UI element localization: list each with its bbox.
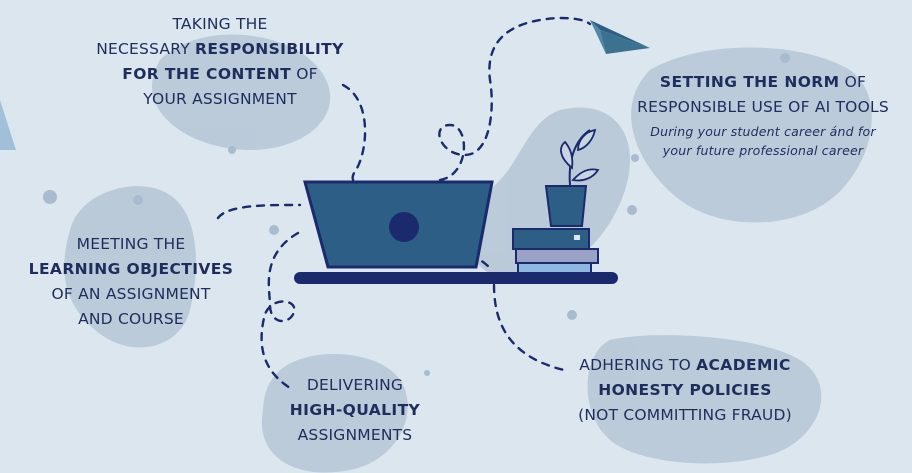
connector-right [492,283,567,372]
label-honesty-line3: (NOT COMMITTING FRAUD) [578,406,792,424]
blob-bottom-right [587,335,822,464]
label-responsibility-line2: NECESSARY RESPONSIBILITY [96,40,344,58]
blob-top-right [631,47,872,223]
blob-top-left [152,34,331,150]
blob-bottom-center [261,353,408,473]
label-honesty: ADHERING TO ACADEMIC HONESTY POLICIES (N… [555,353,815,428]
label-responsibility-line1: TAKING THE [172,15,268,33]
label-norm-line1: SETTING THE NORM OF [659,73,867,91]
label-quality: DELIVERING HIGH-QUALITY ASSIGNMENTS [260,373,450,448]
connector-plane [438,16,592,182]
label-learning-line2: LEARNING OBJECTIVES [28,260,234,278]
label-norm-sub1: During your student career ánd for [650,124,876,139]
blob-edge-left [0,100,16,150]
label-learning-line4: AND COURSE [78,310,184,328]
label-responsibility-line3: FOR THE CONTENT OF [122,65,318,83]
decor-dots [43,53,790,376]
label-norm-line2: RESPONSIBLE USE OF AI TOOLS [637,98,889,116]
label-learning-line3: OF AN ASSIGNMENT [51,285,211,303]
label-learning-line1: MEETING THE [76,235,186,253]
connector-bottom [260,231,300,390]
desk [294,272,618,284]
connector-left [216,203,302,220]
label-quality-line3: ASSIGNMENTS [297,426,413,444]
label-responsibility-line4: YOUR ASSIGNMENT [143,90,297,108]
laptop-icon [303,180,494,269]
label-quality-line1: DELIVERING [306,376,404,394]
blob-left [64,186,196,348]
plant-icon [544,128,600,227]
label-honesty-line2: HONESTY POLICIES [598,381,772,399]
label-norm: SETTING THE NORM OF RESPONSIBLE USE OF A… [618,70,908,160]
label-quality-line2: HIGH-QUALITY [289,401,421,419]
label-honesty-line1: ADHERING TO ACADEMIC [579,356,791,374]
label-norm-sub2: your future professional career [662,143,864,158]
books-icon [512,228,599,276]
connector-top-left [341,83,367,187]
label-responsibility: TAKING THE NECESSARY RESPONSIBILITY FOR … [60,12,380,112]
paper-plane-icon [590,20,650,54]
label-learning: MEETING THE LEARNING OBJECTIVES OF AN AS… [6,232,256,332]
